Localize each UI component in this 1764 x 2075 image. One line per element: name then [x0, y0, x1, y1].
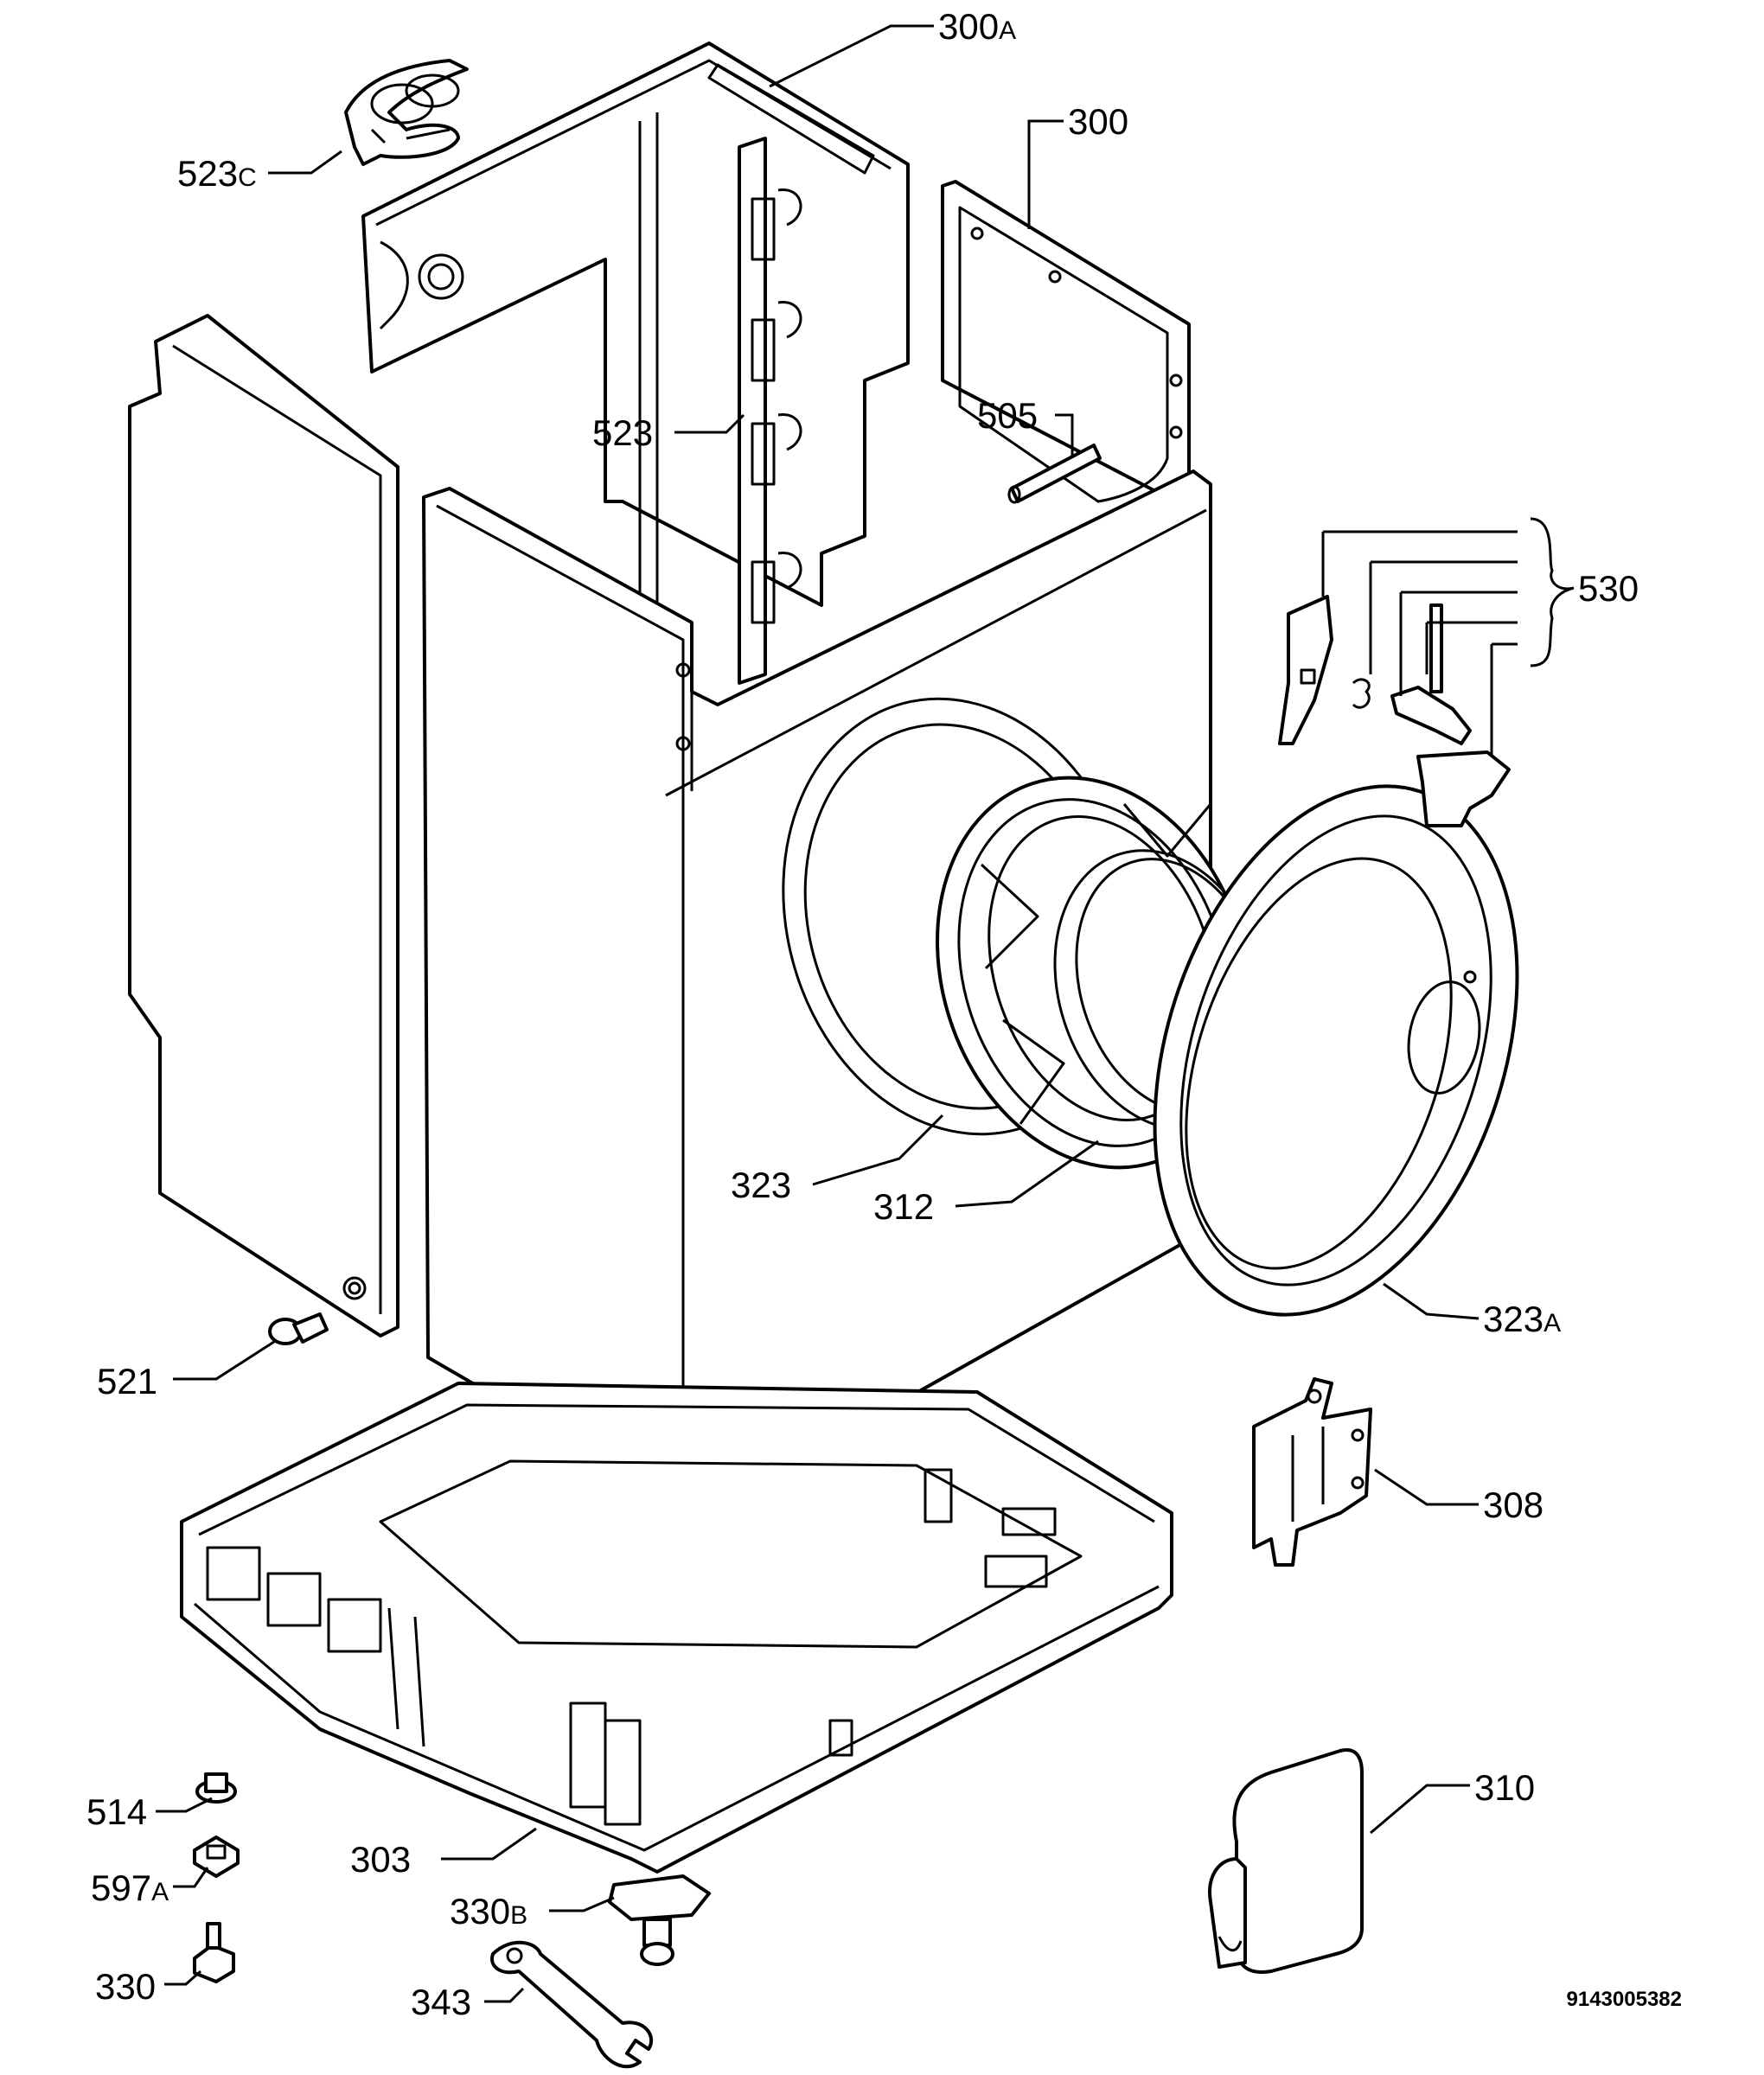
callout-521: 521 [97, 1361, 157, 1401]
callout-300a: 300A [938, 6, 1016, 47]
callout-310: 310 [1474, 1767, 1535, 1808]
part-530-hinge-kit [1278, 517, 1575, 827]
part-523c-clip [344, 59, 469, 166]
reference-code: 9143005382 [1567, 1988, 1682, 2011]
callout-523: 523 [592, 412, 653, 453]
part-front-cabinet [422, 469, 1212, 1506]
callout-343: 343 [411, 1982, 471, 2022]
callout-514: 514 [86, 1791, 147, 1832]
callout-530: 530 [1578, 568, 1639, 609]
part-left-side-panel [128, 314, 399, 1338]
part-330b-foot [608, 1874, 711, 1966]
part-523-bracket [738, 137, 802, 685]
part-330-screw-foot [193, 1922, 235, 1983]
part-300a-rear-panel [361, 42, 910, 977]
callout-523c: 523C [177, 153, 257, 194]
part-323a-door [1153, 784, 1519, 1317]
callout-597a: 597A [91, 1868, 169, 1908]
leader-lines [156, 24, 1480, 2003]
callout-330b: 330B [450, 1891, 527, 1931]
callout-323a: 323A [1483, 1299, 1561, 1339]
callout-312: 312 [873, 1186, 934, 1227]
part-505-pin [1007, 444, 1102, 504]
callout-308: 308 [1483, 1484, 1544, 1525]
callout-303: 303 [350, 1839, 411, 1880]
part-343-spanner [490, 1940, 654, 2069]
part-310-cover [1208, 1748, 1364, 1974]
callout-300: 300 [1068, 101, 1128, 142]
part-597a-nut [193, 1836, 240, 1878]
part-303-base-frame [180, 1382, 1173, 1874]
callout-330: 330 [95, 1966, 156, 2007]
part-308-door-lock [1252, 1377, 1372, 1567]
part-521-screw [268, 1312, 329, 1345]
part-514-screw [195, 1772, 237, 1804]
callout-505: 505 [977, 395, 1038, 436]
part-300-right-panel [941, 180, 1191, 503]
callout-labels: 300A 300 523C 523 505 530 323 312 323A 5… [86, 6, 1639, 2022]
callout-323: 323 [731, 1165, 791, 1205]
